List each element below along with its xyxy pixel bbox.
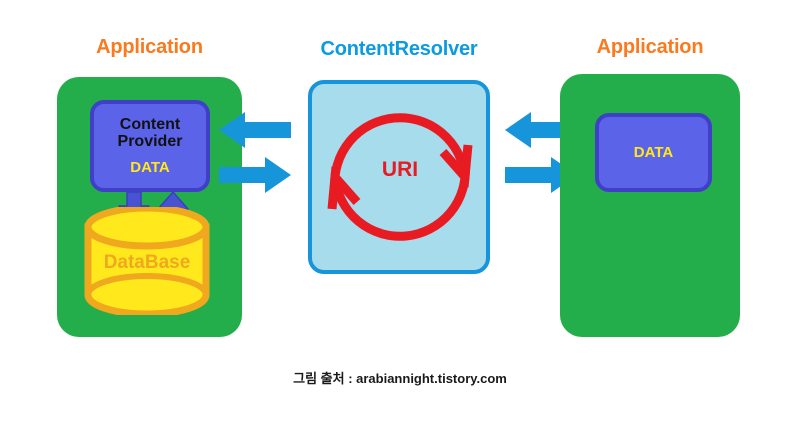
right-app-outgoing-arrow-icon — [505, 157, 577, 193]
left-app-outgoing-arrow-icon — [219, 157, 291, 193]
left-application-title: Application — [96, 36, 203, 58]
right-data-box: DATA — [595, 113, 712, 192]
left-app-incoming-arrow-icon — [219, 112, 291, 148]
source-caption: 그림 출처 : arabiannight.tistory.com — [293, 371, 507, 386]
content-provider-title: Content Provider — [117, 115, 183, 150]
down-arrow-icon — [118, 192, 150, 224]
database-label: DataBase — [103, 252, 191, 273]
up-arrow-icon — [157, 192, 189, 224]
right-data-label: DATA — [633, 144, 674, 161]
uri-label: URI — [381, 158, 419, 181]
right-application-title: Application — [596, 36, 704, 58]
content-resolver-title: ContentResolver — [320, 38, 478, 60]
circular-refresh-arrows-icon — [327, 113, 473, 241]
content-provider-data-label: DATA — [130, 159, 170, 177]
right-app-incoming-arrow-icon — [505, 112, 577, 148]
content-provider-box: Content Provider DATA — [90, 100, 210, 192]
